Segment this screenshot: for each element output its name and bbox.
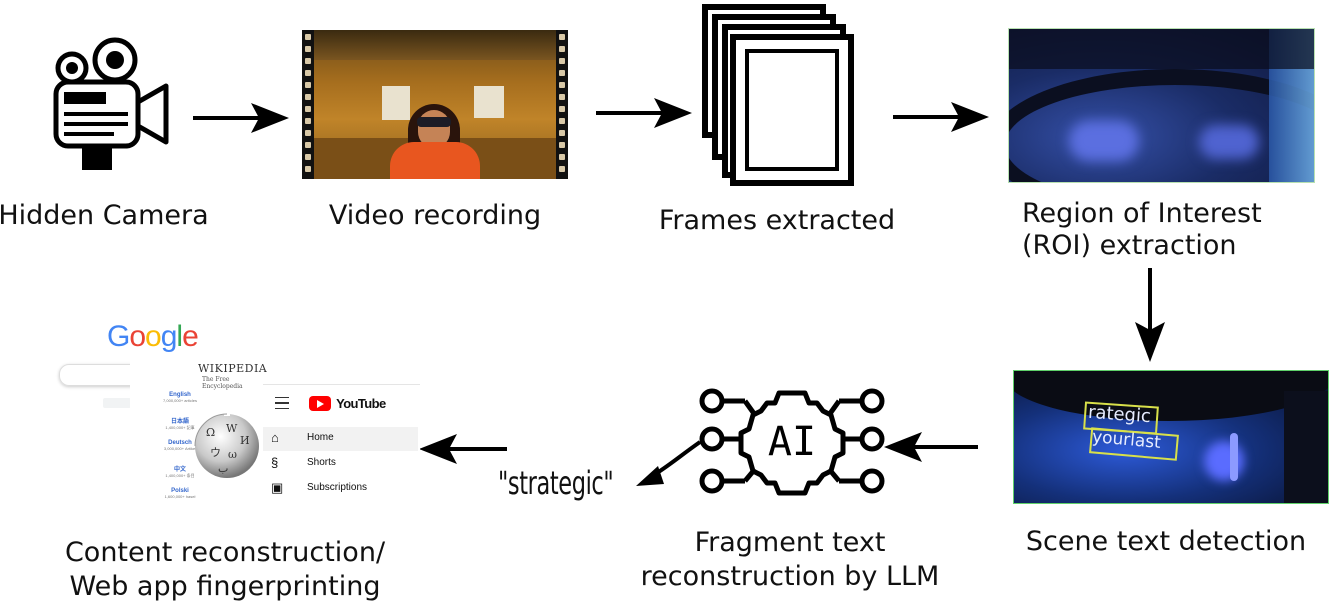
- youtube-nav-shorts[interactable]: § Shorts: [263, 452, 418, 476]
- hidden-camera-label: Hidden Camera: [0, 200, 209, 231]
- film-sprocket: [559, 130, 565, 136]
- film-sprocket: [305, 118, 311, 124]
- film-sprocket: [559, 70, 565, 76]
- arrow-video-to-frames: [596, 98, 692, 128]
- wikipedia-language-name: Deutsch: [168, 440, 192, 446]
- film-sprocket: [559, 46, 565, 52]
- film-sprocket: [559, 58, 565, 64]
- wikipedia-article-count: 3,000,000+ Artikel: [163, 446, 197, 451]
- wikipedia-article-count: 1,600,000+ haseł: [164, 494, 196, 499]
- wikipedia-subtitle: The Free Encyclopedia: [202, 376, 243, 390]
- google-logo-letter: e: [182, 320, 199, 353]
- wikipedia-article-count: 1,400,000+ 条目: [165, 473, 195, 478]
- video-camera-icon: [53, 37, 169, 170]
- film-sprocket: [559, 118, 565, 124]
- llm-label-line2: reconstruction by LLM: [640, 561, 940, 592]
- film-sprocket: [559, 166, 565, 172]
- youtube-nav-label: Subscriptions: [307, 482, 368, 493]
- film-sprocket: [305, 70, 311, 76]
- google-logo-letter: o: [145, 320, 162, 353]
- youtube-nav-home[interactable]: ⌂ Home: [263, 427, 418, 451]
- roi-image: [1008, 28, 1315, 183]
- wikipedia-article-count: 1,400,000+ 記事: [165, 425, 195, 430]
- video-recording-label: Video recording: [328, 200, 542, 231]
- youtube-play-icon: [309, 396, 331, 411]
- subscriptions-icon: ▣: [271, 480, 284, 495]
- video-recording-thumbnail: [302, 30, 568, 179]
- film-sprocket: [305, 58, 311, 64]
- film-sprocket: [305, 142, 311, 148]
- svg-text:ウ: ウ: [210, 446, 221, 459]
- google-logo-letter: G: [107, 320, 130, 353]
- film-sprocket: [305, 46, 311, 52]
- arrow-output-to-content: [419, 434, 507, 464]
- arrow-scene-to-llm: [884, 432, 978, 462]
- wikipedia-language-name: 日本語: [170, 419, 189, 425]
- film-sprocket: [305, 166, 311, 172]
- film-sprocket: [305, 106, 311, 112]
- youtube-logo: YouTube: [309, 393, 386, 411]
- google-logo-letter: l: [176, 320, 183, 353]
- ai-chip-text: AI: [768, 419, 816, 465]
- svg-text:ω: ω: [228, 448, 237, 461]
- film-sprocket: [305, 130, 311, 136]
- scene-text-detection-image: rategic yourlast: [1013, 370, 1329, 504]
- arrow-frames-to-roi: [893, 102, 989, 132]
- youtube-brand: YouTube: [336, 396, 386, 411]
- film-sprocket: [559, 34, 565, 40]
- youtube-nav-subscriptions[interactable]: ▣ Subscriptions: [263, 477, 418, 501]
- google-button: [103, 398, 131, 408]
- wikipedia-language-name: Polski: [171, 488, 189, 494]
- film-sprocket: [305, 154, 311, 160]
- svg-text:Ω: Ω: [206, 426, 215, 439]
- arrow-roi-to-scene: [1135, 268, 1165, 362]
- wikipedia-language-name: 中文: [173, 467, 186, 473]
- hamburger-menu-icon[interactable]: [275, 397, 289, 409]
- content-label-line2: Web app fingerprinting: [69, 571, 381, 602]
- youtube-panel: YouTube ⌂ Home § Shorts ▣ Subscriptions: [263, 384, 420, 504]
- film-sprocket: [305, 94, 311, 100]
- frames-stack-icon: [702, 4, 854, 186]
- film-sprocket: [305, 82, 311, 88]
- detected-text-1: rategic: [1087, 401, 1152, 428]
- youtube-nav-label: Shorts: [307, 457, 336, 468]
- svg-text:ب: ب: [218, 462, 228, 475]
- youtube-nav-label: Home: [307, 432, 334, 443]
- shorts-icon: §: [271, 455, 279, 470]
- film-sprocket: [559, 82, 565, 88]
- ai-chip-icon: AI: [699, 388, 885, 496]
- film-sprocket: [559, 154, 565, 160]
- google-logo: Google: [107, 320, 199, 354]
- film-sprocket: [559, 142, 565, 148]
- arrow-llm-to-output: [636, 440, 702, 486]
- svg-text:W: W: [226, 422, 238, 435]
- roi-label-line1: Region of Interest: [1022, 198, 1262, 229]
- google-logo-letter: g: [160, 320, 178, 353]
- roi-label-line2: (ROI) extraction: [1022, 230, 1237, 261]
- wikipedia-article-count: 7,000,000+ articles: [163, 398, 197, 403]
- content-collage: Google WIKIPEDIA The Free Encyclopedia E…: [55, 318, 420, 504]
- wikipedia-title: WIKIPEDIA: [198, 362, 268, 375]
- scene-text-detection-label: Scene text detection: [1025, 526, 1307, 557]
- llm-output-text: "strategic": [498, 464, 614, 502]
- svg-text:И: И: [240, 434, 250, 447]
- wikipedia-language-name: English: [169, 392, 191, 398]
- home-icon: ⌂: [271, 430, 279, 445]
- film-sprocket: [559, 94, 565, 100]
- arrow-camera-to-video: [193, 103, 289, 133]
- film-sprocket: [305, 34, 311, 40]
- film-sprocket: [559, 106, 565, 112]
- content-label-line1: Content reconstruction/: [64, 537, 386, 568]
- frames-extracted-label: Frames extracted: [658, 205, 896, 236]
- google-logo-letter: o: [129, 320, 146, 353]
- llm-label-line1: Fragment text: [694, 527, 886, 558]
